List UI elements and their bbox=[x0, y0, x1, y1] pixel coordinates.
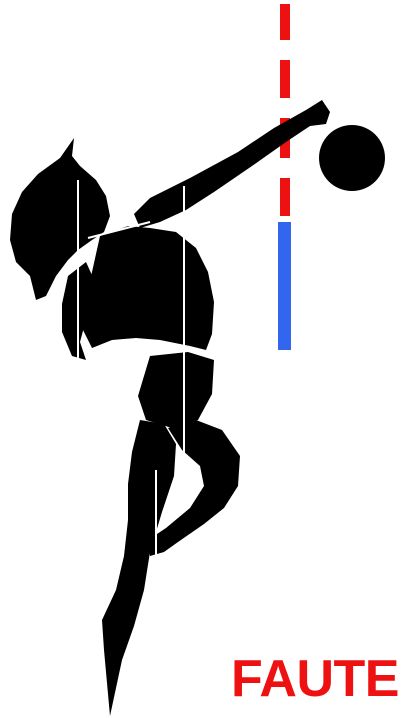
dash bbox=[280, 4, 290, 40]
dash bbox=[280, 178, 290, 216]
foul-label: FAUTE bbox=[231, 650, 399, 708]
dashed-line bbox=[280, 4, 290, 216]
net-bar bbox=[278, 222, 291, 350]
dash bbox=[280, 60, 290, 98]
ball-icon bbox=[319, 125, 385, 191]
